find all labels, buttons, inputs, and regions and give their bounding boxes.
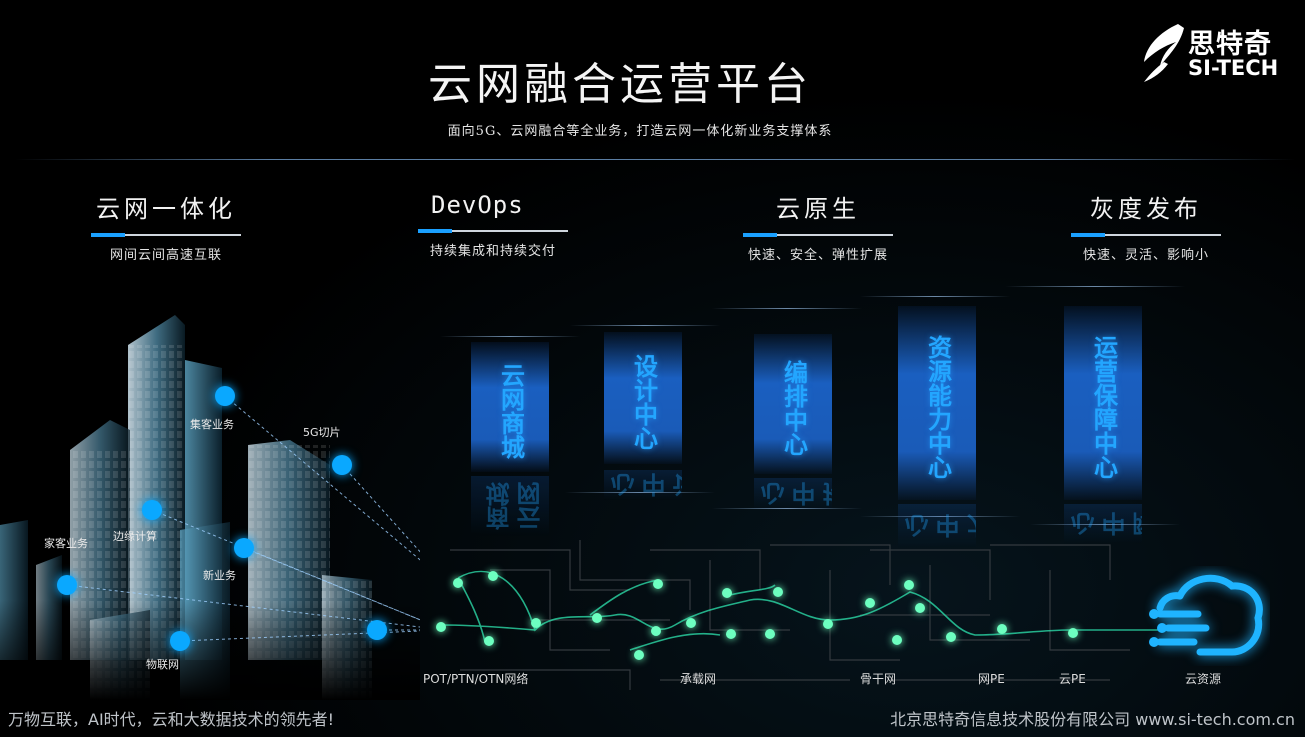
company-logo: 思特奇 SI-TECH xyxy=(1140,22,1290,86)
label-5g-slice: 5G切片 xyxy=(303,426,341,439)
page-subtitle: 面向5G、云网融合等全业务，打造云网一体化新业务支撑体系 xyxy=(447,124,833,139)
logo-text-en: SI-TECH xyxy=(1188,56,1279,80)
label-jiake: 家客业务 xyxy=(44,537,88,550)
feature-cloud-native: 云原生 快速、安全、弹性扩展 xyxy=(728,192,908,263)
city-buildings-illustration xyxy=(0,315,420,700)
feature-gray-release: 灰度发布 快速、灵活、影响小 xyxy=(1056,192,1236,263)
feature-underline xyxy=(743,233,893,237)
feature-subtitle: 快速、灵活、影响小 xyxy=(1082,248,1209,263)
network-node xyxy=(1068,628,1078,638)
tier-line xyxy=(1030,524,1180,525)
network-node xyxy=(653,579,663,589)
logo-text-cn: 思特奇 xyxy=(1188,29,1272,60)
feature-underline xyxy=(418,229,568,233)
node-jiake xyxy=(57,575,77,595)
network-node xyxy=(773,587,783,597)
tier-line xyxy=(565,492,715,493)
footer-company: 北京思特奇信息技术股份有限公司 www.si-tech.com.cn xyxy=(890,710,1295,729)
logo-mark-icon xyxy=(1144,24,1184,82)
network-node xyxy=(865,598,875,608)
node-edge xyxy=(142,500,162,520)
network-node xyxy=(686,618,696,628)
pillar-label: 云网商城 xyxy=(496,363,525,459)
feature-title: 云原生 xyxy=(776,195,860,223)
pillar-orchestration-center: 编排中心 xyxy=(754,334,832,474)
network-node xyxy=(531,618,541,628)
label-pot-network: POT/PTN/OTN网络 xyxy=(423,672,529,686)
network-node xyxy=(946,632,956,642)
pillar-operation-assurance-center: 运营保障中心 xyxy=(1064,306,1142,500)
network-node xyxy=(634,650,644,660)
network-node xyxy=(904,580,914,590)
header-divider xyxy=(15,159,1295,160)
network-node xyxy=(592,613,602,623)
feature-title: 云网一体化 xyxy=(96,195,236,223)
label-jike: 集客业务 xyxy=(190,418,234,431)
pillar-design-center: 设计中心 xyxy=(604,332,682,464)
label-cloud-resource: 云资源 xyxy=(1185,672,1222,686)
network-node xyxy=(823,619,833,629)
label-bearer-network: 承载网 xyxy=(680,672,717,686)
tier-line xyxy=(860,516,1020,517)
node-new xyxy=(234,538,254,558)
feature-subtitle: 网间云间高速互联 xyxy=(109,248,222,263)
feature-underline xyxy=(91,233,241,237)
network-node xyxy=(722,588,732,598)
pillar-label: 编排中心 xyxy=(779,360,808,456)
label-cloud-pe: 云PE xyxy=(1059,672,1086,686)
feature-underline xyxy=(1071,233,1221,237)
label-net-pe: 网PE xyxy=(978,672,1005,686)
network-node xyxy=(765,629,775,639)
node-jike xyxy=(215,386,235,406)
page-title: 云网融合运营平台 xyxy=(428,59,812,110)
pillar-label: 运营保障中心 xyxy=(1089,335,1118,479)
label-edge: 边缘计算 xyxy=(113,530,157,543)
pillar-reflection: 设计中心 xyxy=(604,470,682,500)
network-node xyxy=(453,578,463,588)
feature-subtitle: 持续集成和持续交付 xyxy=(429,244,556,259)
pillar-label: 设计中心 xyxy=(629,354,658,450)
tier-line xyxy=(1005,286,1185,287)
tier-line xyxy=(712,508,862,509)
feature-devops: DevOps 持续集成和持续交付 xyxy=(403,188,583,259)
tier-line xyxy=(570,325,720,326)
label-new: 新业务 xyxy=(203,569,236,582)
network-node xyxy=(484,636,494,646)
network-node xyxy=(436,622,446,632)
cloud-resource-icon xyxy=(1149,574,1263,656)
feature-title: 灰度发布 xyxy=(1090,195,1202,223)
node-iot xyxy=(170,631,190,651)
node-5g-slice xyxy=(332,455,352,475)
feature-cloud-network: 云网一体化 网间云间高速互联 xyxy=(76,192,256,263)
label-iot: 物联网 xyxy=(146,658,179,671)
tier-line xyxy=(860,296,1010,297)
tier-line xyxy=(440,336,580,337)
pillar-reflection: 云网商城 xyxy=(471,476,549,536)
label-backbone: 骨干网 xyxy=(860,672,897,686)
network-node xyxy=(488,571,498,581)
network-node xyxy=(726,629,736,639)
network-node xyxy=(997,624,1007,634)
circuit-network-illustration xyxy=(439,540,1160,690)
node-hub xyxy=(367,620,387,640)
pillar-label: 资源能力中心 xyxy=(923,335,952,479)
pillar-resource-capability-center: 资源能力中心 xyxy=(898,306,976,500)
network-node xyxy=(651,626,661,636)
tier-line xyxy=(712,308,862,309)
footer-slogan: 万物互联，AI时代，云和大数据技术的领先者! xyxy=(8,710,335,729)
network-node xyxy=(892,635,902,645)
pillar-cloud-mall: 云网商城 xyxy=(471,342,549,472)
network-node xyxy=(915,603,925,613)
feature-subtitle: 快速、安全、弹性扩展 xyxy=(747,248,888,263)
pillar-reflection: 编排中心 xyxy=(754,478,832,510)
feature-title: DevOps xyxy=(431,191,524,219)
